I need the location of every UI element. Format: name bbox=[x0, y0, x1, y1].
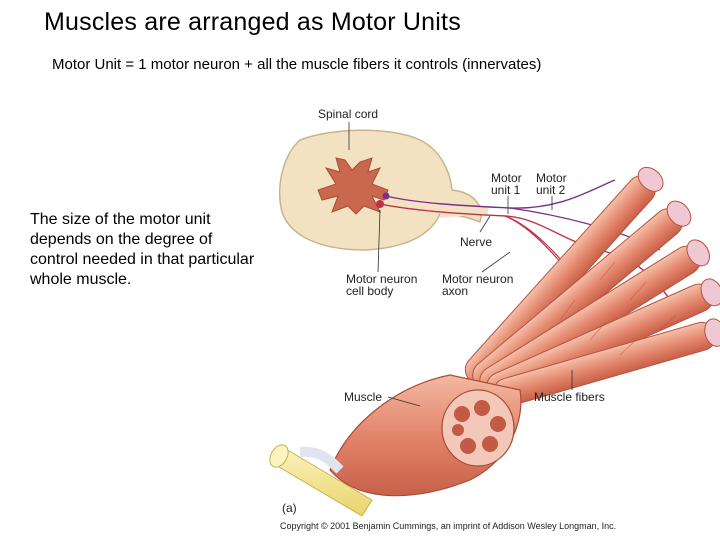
whole-muscle bbox=[299, 374, 522, 497]
nerve bbox=[439, 207, 489, 218]
copyright-credit: Copyright © 2001 Benjamin Cummings, an i… bbox=[280, 521, 616, 531]
label-motor-unit-1: Motor unit 1 bbox=[491, 171, 525, 197]
spinal-cord bbox=[279, 129, 483, 251]
muscle-fibers bbox=[464, 166, 720, 407]
motor-neuron-axon-2 bbox=[385, 179, 616, 209]
slide-subtitle: Motor Unit = 1 motor neuron + all the mu… bbox=[52, 56, 542, 73]
label-motor-unit-2: Motor unit 2 bbox=[536, 171, 570, 197]
label-nerve: Nerve bbox=[460, 235, 492, 249]
slide-title: Muscles are arranged as Motor Units bbox=[44, 8, 461, 36]
label-motor-neuron-cell-body: Motor neuron cell body bbox=[346, 272, 421, 298]
side-note: The size of the motor unit depends on th… bbox=[30, 211, 255, 288]
label-muscle-fibers: Muscle fibers bbox=[534, 390, 605, 404]
label-motor-neuron-axon: Motor neuron axon bbox=[442, 272, 517, 298]
tendon bbox=[269, 444, 373, 517]
label-muscle: Muscle bbox=[344, 390, 382, 404]
panel-label: (a) bbox=[282, 501, 297, 515]
label-spinal-cord: Spinal cord bbox=[318, 107, 378, 121]
